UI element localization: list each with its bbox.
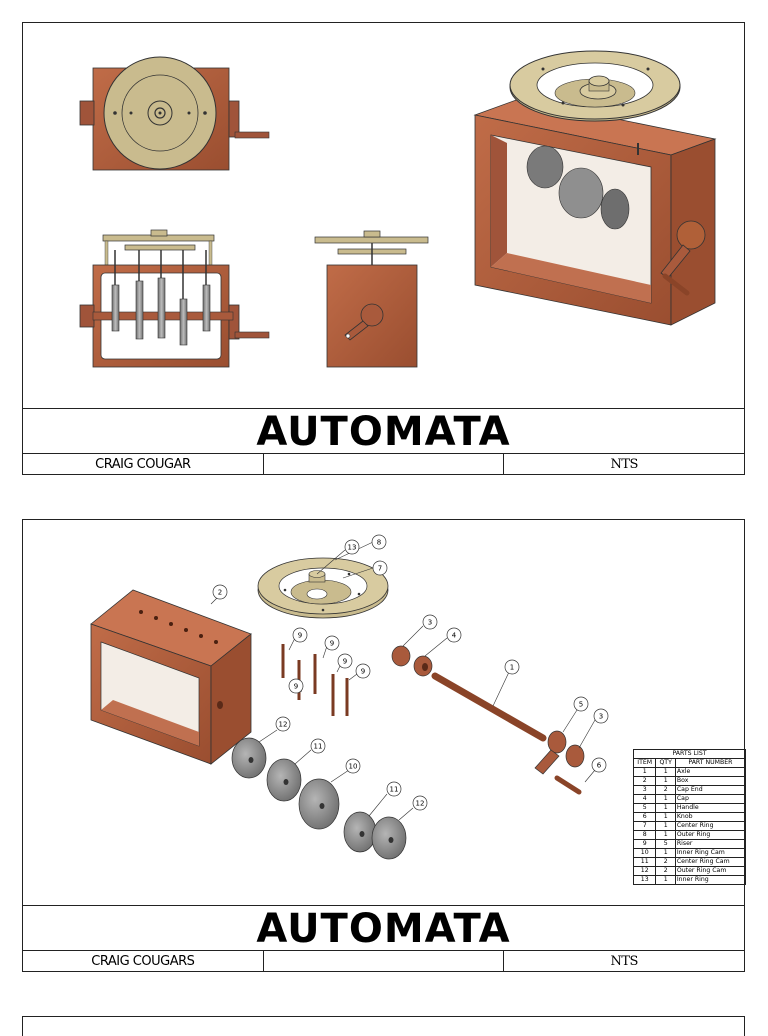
parts-list-cell-part: Knob	[674, 812, 747, 822]
parts-list-cell-item: 7	[632, 821, 657, 831]
isometric-view	[473, 50, 717, 326]
parts-list-cell-qty: 2	[655, 857, 676, 867]
parts-list-cell-item: 9	[632, 839, 657, 849]
parts-list-cell-item: 10	[632, 848, 657, 858]
ring-assembly	[257, 557, 389, 619]
top-view	[79, 56, 270, 171]
parts-list-cell-qty: 1	[655, 803, 676, 813]
parts-list-cell-qty: 1	[655, 812, 676, 822]
exploded-view-drawing	[90, 541, 596, 860]
parts-list-cell-part: Center Ring	[674, 821, 747, 831]
parts-list-cell-qty: 1	[655, 821, 676, 831]
parts-list-cell-part: Axle	[674, 767, 747, 777]
parts-list-cell-qty: 5	[655, 839, 676, 849]
risers	[281, 644, 349, 716]
box-part	[90, 589, 252, 765]
header-item: ITEM	[632, 758, 657, 768]
side-view	[314, 230, 429, 368]
front-view	[79, 229, 270, 368]
header-part-number: PART NUMBER	[674, 758, 747, 768]
parts-list-cell-item: 6	[632, 812, 657, 822]
parts-list-cell-qty: 1	[655, 875, 676, 885]
drawing-sheet-3	[22, 1016, 745, 1036]
parts-list-cell-part: Outer Ring	[674, 830, 747, 840]
parts-list-cell-item: 8	[632, 830, 657, 840]
author-cell: CRAIG COUGAR	[95, 457, 191, 472]
parts-list-cell-item: 4	[632, 794, 657, 804]
sheet1-drawing	[79, 50, 717, 368]
blank-cell-2	[262, 951, 504, 972]
header-qty: QTY	[655, 758, 676, 768]
parts-list-cell-qty: 1	[655, 848, 676, 858]
axle-assembly	[391, 645, 585, 795]
author-cell-2: CRAIG COUGARS	[91, 954, 195, 969]
parts-list-cell-item: 12	[632, 866, 657, 876]
parts-list-cell-qty: 1	[655, 776, 676, 786]
parts-list-cell-item: 3	[632, 785, 657, 795]
parts-list-cell-part: Center Ring Cam	[674, 857, 747, 867]
cams	[231, 737, 407, 860]
parts-list-cell-part: Cap End	[674, 785, 747, 795]
parts-list-cell-qty: 2	[655, 785, 676, 795]
parts-list-cell-item: 11	[632, 857, 657, 867]
parts-list-cell-item: 5	[632, 803, 657, 813]
parts-list-cell-part: Box	[674, 776, 747, 786]
parts-list-cell-qty: 1	[655, 830, 676, 840]
parts-list-cell-item: 2	[632, 776, 657, 786]
parts-list-cell-qty: 1	[655, 767, 676, 777]
parts-list-cell-qty: 1	[655, 794, 676, 804]
drawing-title: AUTOMATA	[256, 409, 511, 455]
scale-cell-2: NTS	[503, 951, 744, 972]
info-bar-2: CRAIG COUGARS NTS	[23, 950, 744, 972]
parts-list-cell-part: Outer Ring Cam	[674, 866, 747, 876]
parts-list-cell-part: Cap	[674, 794, 747, 804]
drawing-sheet-1: AUTOMATA CRAIG COUGAR NTS	[22, 22, 745, 475]
parts-list-cell-part: Inner Ring	[674, 875, 747, 885]
blank-cell	[262, 454, 504, 475]
parts-list-cell-item: 13	[632, 875, 657, 885]
info-bar: CRAIG COUGAR NTS	[23, 453, 744, 475]
title-bar: AUTOMATA	[23, 408, 744, 455]
parts-list-cell-part: Handle	[674, 803, 747, 813]
parts-list-cell-qty: 2	[655, 866, 676, 876]
parts-list-cell-part: Riser	[674, 839, 747, 849]
scale-cell: NTS	[503, 454, 744, 475]
drawing-title-2: AUTOMATA	[256, 906, 511, 952]
title-bar-2: AUTOMATA	[23, 905, 744, 952]
parts-list-cell-item: 1	[632, 767, 657, 777]
parts-list-cell-part: Inner Ring Cam	[674, 848, 747, 858]
parts-list-title: PARTS LIST	[633, 749, 746, 759]
